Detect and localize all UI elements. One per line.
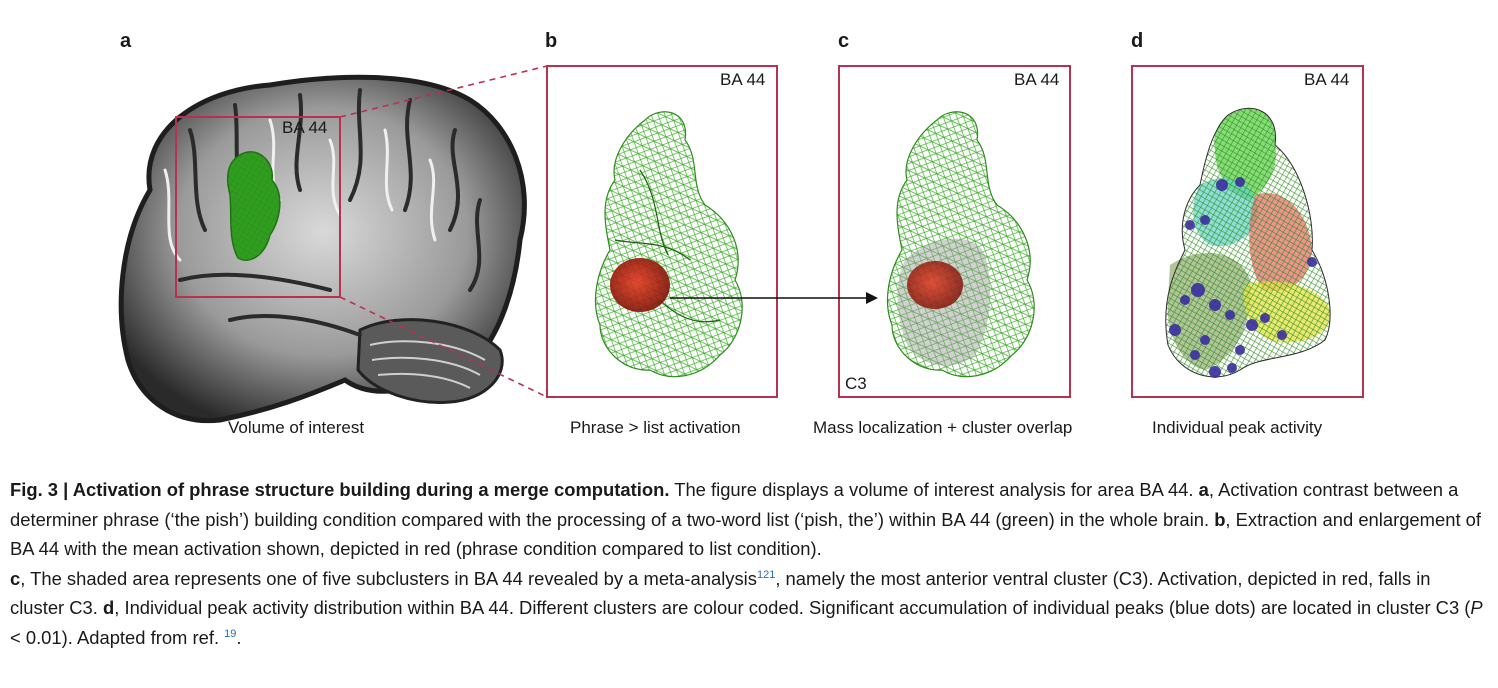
ba44-label-d: BA 44: [1304, 70, 1350, 89]
caption-intro: The figure displays a volume of interest…: [669, 479, 1199, 500]
p-variable: P: [1470, 597, 1483, 618]
caption-text-c: , The shaded area represents one of five…: [20, 567, 757, 589]
ba44-mesh-c: [886, 111, 1035, 378]
caption-letter-d: d: [103, 597, 115, 618]
roi-box: [175, 116, 341, 298]
reference-19-link[interactable]: 19: [224, 627, 237, 640]
figure-title: Fig. 3 | Activation of phrase structure …: [10, 479, 670, 500]
reference-121-link[interactable]: 121: [756, 568, 776, 581]
ba44-label-c: BA 44: [1014, 70, 1060, 89]
caption-end: .: [236, 626, 242, 648]
panel-letter-d: d: [1131, 30, 1144, 52]
panel-caption-d: Individual peak activity: [1152, 418, 1323, 437]
panel-letter-b: b: [545, 30, 558, 52]
zoom-line-top: [339, 65, 548, 118]
caption-text-a: , Activation contrast between a determin…: [10, 479, 1459, 530]
zoom-line-bottom: [339, 296, 548, 398]
caption-p-text: < 0.01). Adapted from ref.: [10, 626, 225, 648]
activation-red-c: [907, 261, 963, 309]
ba44-clusters-d: [1165, 107, 1331, 378]
arrow-head: [866, 292, 878, 304]
peak-dots: [1169, 177, 1317, 378]
figure-graphics: [118, 65, 1364, 424]
c3-label: C3: [845, 374, 867, 393]
caption-text-d: , Individual peak activity distribution …: [114, 597, 1471, 618]
panel-letter-a: a: [120, 30, 132, 52]
caption-text-b: , Extraction and enlargement of BA 44 wi…: [10, 508, 1481, 560]
caption-letter-a: a: [1198, 479, 1209, 500]
ba44-label-b: BA 44: [720, 70, 766, 89]
panel-letter-c: c: [838, 30, 850, 52]
ba44-label-a: BA 44: [282, 118, 328, 137]
panel-caption-c: Mass localization + cluster overlap: [813, 418, 1073, 437]
caption-letter-b: b: [1214, 508, 1226, 530]
figure-caption: Fig. 3 | Activation of phrase structure …: [10, 475, 1488, 652]
activation-red-b: [610, 258, 670, 312]
caption-letter-c: c: [10, 567, 21, 589]
caption-text-c2: , namely the most anterior ventral clust…: [10, 567, 1431, 619]
brain-sagittal-image: [118, 74, 527, 424]
panel-caption-a: Volume of interest: [228, 418, 365, 437]
panel-caption-b: Phrase > list activation: [570, 418, 741, 437]
